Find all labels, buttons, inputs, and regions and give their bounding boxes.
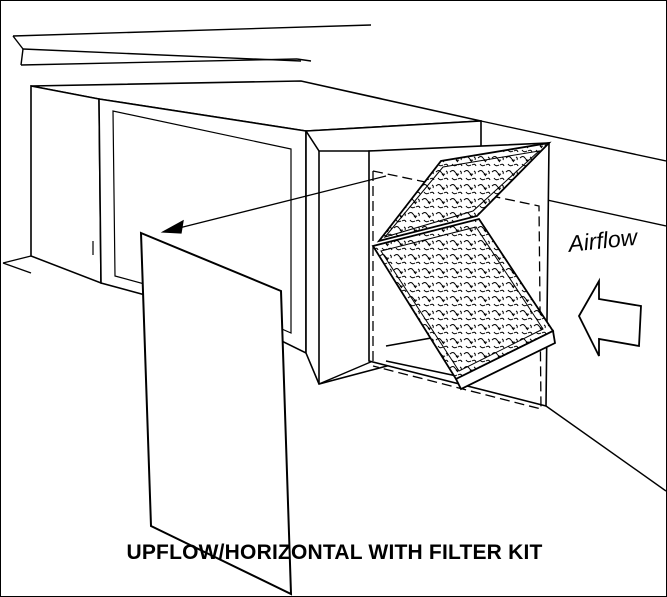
upper-filter bbox=[376, 141, 552, 243]
lower-filter bbox=[371, 217, 556, 391]
removal-arrow bbox=[160, 175, 387, 234]
airflow-arrow bbox=[577, 277, 642, 357]
access-door-panel bbox=[139, 231, 293, 596]
figure-caption: UPFLOW/HORIZONTAL WITH FILTER KIT bbox=[126, 541, 543, 564]
top-duct bbox=[12, 24, 372, 66]
